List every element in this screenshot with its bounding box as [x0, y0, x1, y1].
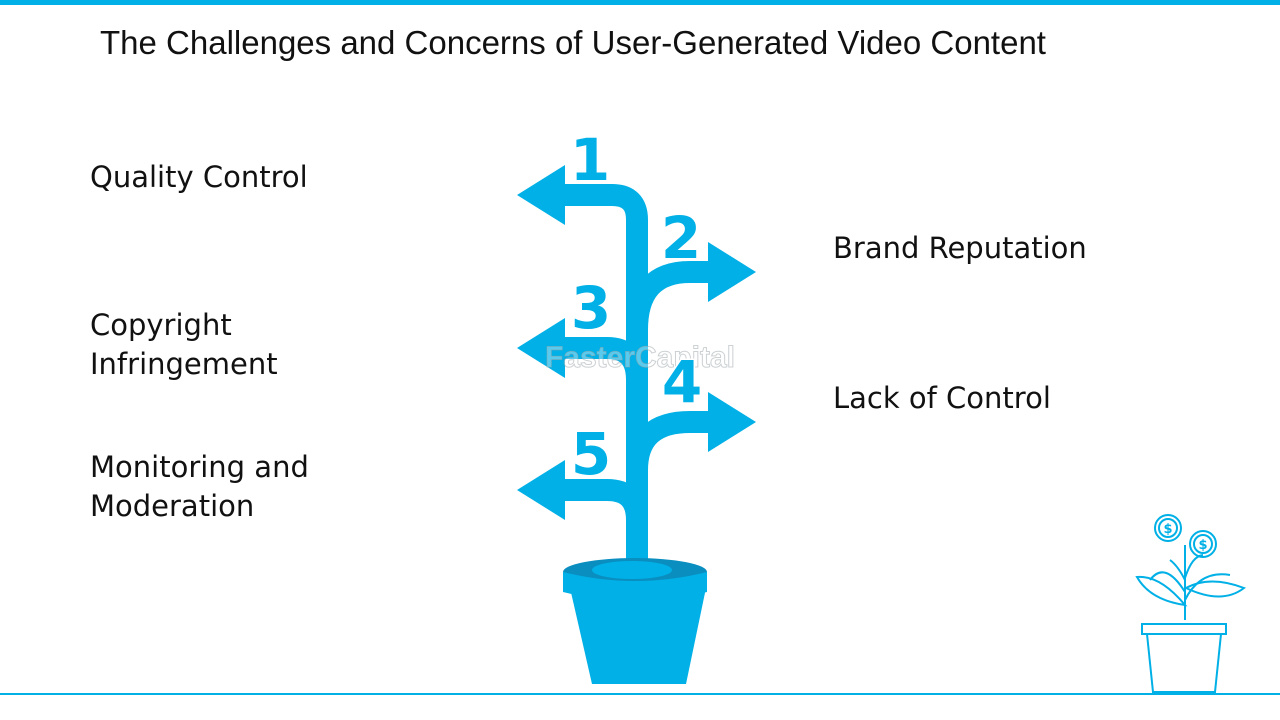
arrowhead-1 [517, 165, 565, 225]
item-label-line-1: Monitoring and [90, 450, 309, 484]
step-number-4: 4 [662, 348, 702, 416]
slide-title: The Challenges and Concerns of User-Gene… [100, 24, 1046, 61]
item-lack-of-control: Lack of Control [833, 379, 1051, 418]
item-label-line-2: Infringement [90, 347, 278, 381]
money-plant-icon: $ $ [1135, 514, 1247, 693]
branch-2 [626, 261, 712, 331]
branch-4 [626, 411, 712, 471]
branch-5 [560, 479, 648, 521]
item-monitoring-moderation: Monitoring and Moderation [90, 448, 309, 526]
tree-diagram: FasterCapital 1 2 3 4 5 [517, 125, 756, 684]
item-quality-control: Quality Control [90, 158, 308, 197]
item-label: Quality Control [90, 160, 308, 194]
item-label: Lack of Control [833, 381, 1051, 415]
step-number-1: 1 [570, 126, 610, 194]
step-number-3: 3 [571, 274, 611, 342]
item-copyright-infringement: Copyright Infringement [90, 306, 278, 384]
item-label-line-1: Copyright [90, 308, 232, 342]
flower-pot [563, 558, 707, 684]
arrowhead-5 [517, 460, 565, 520]
step-number-5: 5 [571, 420, 611, 488]
item-label: Brand Reputation [833, 231, 1087, 265]
item-label-line-2: Moderation [90, 489, 255, 523]
dollar-coin-1: $ [1163, 522, 1172, 537]
branch-3 [560, 337, 648, 381]
top-accent-bar [0, 0, 1280, 5]
tree-trunk [560, 184, 648, 575]
step-number-2: 2 [661, 204, 701, 272]
arrowhead-2 [708, 242, 756, 302]
arrowhead-3 [517, 318, 565, 378]
bottom-accent-line [0, 693, 1280, 695]
item-brand-reputation: Brand Reputation [833, 229, 1087, 268]
dollar-coin-2: $ [1198, 538, 1207, 553]
arrowhead-4 [708, 392, 756, 452]
watermark: FasterCapital [545, 341, 735, 374]
